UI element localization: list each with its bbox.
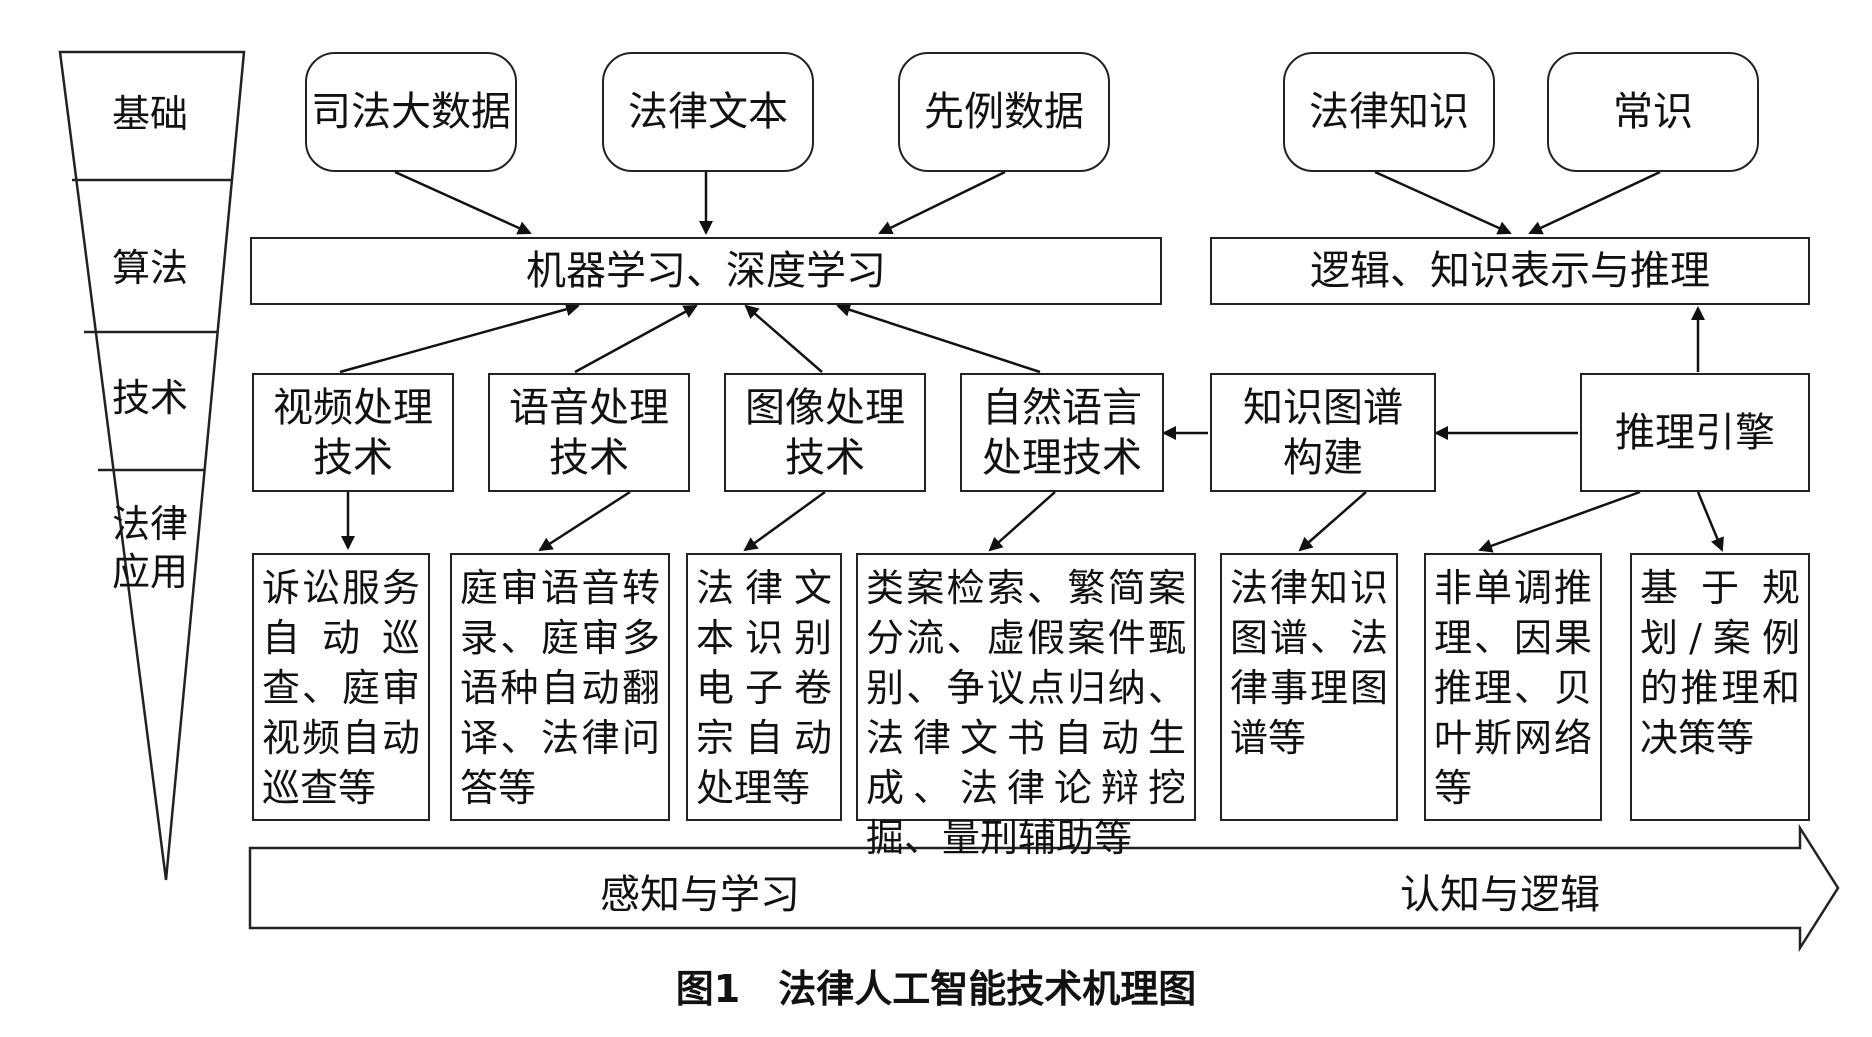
- node-ml-dl: 机器学习、深度学习: [250, 237, 1162, 305]
- arrow-speech-to-app: [538, 490, 631, 552]
- speech-line1: 语音处理: [509, 384, 669, 431]
- arrow-bigdata-to-ml: [394, 170, 532, 235]
- arrow-kg-to-app: [1298, 491, 1367, 552]
- video-line2: 技术: [313, 434, 393, 481]
- arrow-nlp-to-app: [988, 491, 1056, 552]
- node-legal-text: 法律文本: [602, 52, 814, 172]
- arrow-engine-to-nonmono: [1478, 490, 1641, 553]
- app-image: 法律文本识别电子卷宗自动处理等: [686, 553, 842, 821]
- arrow-commonsense-to-logic: [1528, 170, 1661, 235]
- speech-line2: 技术: [549, 434, 629, 481]
- app-nonmonotonic: 非单调推理、因果推理、贝叶斯网络等: [1424, 553, 1602, 821]
- node-nlp: 自然语言 处理技术: [960, 373, 1164, 492]
- app-speech: 庭审语音转录、庭审多语种自动翻译、法律问答等: [450, 553, 670, 821]
- layer-triangle: [58, 50, 246, 881]
- node-reasoning-engine: 推理引擎: [1580, 373, 1810, 492]
- arrow-knowledge-to-logic: [1374, 170, 1512, 235]
- nlp-line2: 处理技术: [982, 434, 1142, 481]
- node-image-processing: 图像处理 技术: [724, 373, 926, 492]
- arrow-nlp-to-ml: [836, 303, 1041, 374]
- layer-foundation: 基础: [111, 92, 188, 136]
- app-knowledge-graph: 法律知识图谱、法律事理图谱等: [1220, 553, 1398, 821]
- arrow-image-to-app: [743, 490, 826, 552]
- node-precedent-data: 先例数据: [898, 52, 1110, 172]
- app-rule-based: 基于规划/案例的推理和决策等: [1630, 553, 1810, 821]
- arrow-speech-to-ml: [574, 304, 698, 374]
- app-nlp: 类案检索、繁简案分流、虚假案件甄别、争议点归纳、法律文书自动生成、法律论辩挖掘、…: [856, 553, 1196, 860]
- app-video: 诉讼服务自动巡查、庭审视频自动巡查等: [252, 553, 430, 821]
- image-line2: 技术: [785, 434, 865, 481]
- label-cognition: 认知与逻辑: [1400, 872, 1600, 918]
- kg-line1: 知识图谱: [1243, 384, 1403, 431]
- image-line1: 图像处理: [745, 384, 905, 431]
- figure-caption: 图1 法律人工智能技术机理图: [675, 967, 1197, 1011]
- node-video-processing: 视频处理 技术: [252, 373, 454, 492]
- node-logic-kr: 逻辑、知识表示与推理: [1210, 237, 1810, 305]
- node-judicial-big-data: 司法大数据: [305, 52, 517, 172]
- node-common-sense: 常识: [1547, 52, 1759, 172]
- node-legal-knowledge: 法律知识: [1283, 52, 1495, 172]
- layer-application: 法律 应用: [70, 500, 230, 596]
- layer-application-line1: 法律: [111, 502, 188, 546]
- nlp-line1: 自然语言: [982, 384, 1142, 431]
- arrow-engine-to-rule: [1696, 491, 1724, 552]
- layer-technology: 技术: [111, 376, 188, 420]
- kg-line2: 构建: [1283, 434, 1363, 481]
- node-knowledge-graph: 知识图谱 构建: [1210, 373, 1436, 492]
- video-line1: 视频处理: [273, 384, 433, 431]
- progress-arrow: [248, 823, 1840, 953]
- layer-algorithm: 算法: [111, 246, 188, 290]
- arrow-video-to-ml: [339, 302, 580, 374]
- arrow-image-to-ml: [744, 304, 823, 373]
- layer-application-line2: 应用: [111, 550, 188, 594]
- node-speech-processing: 语音处理 技术: [488, 373, 690, 492]
- label-perception: 感知与学习: [600, 872, 800, 918]
- arrow-precedent-to-ml: [878, 170, 1006, 235]
